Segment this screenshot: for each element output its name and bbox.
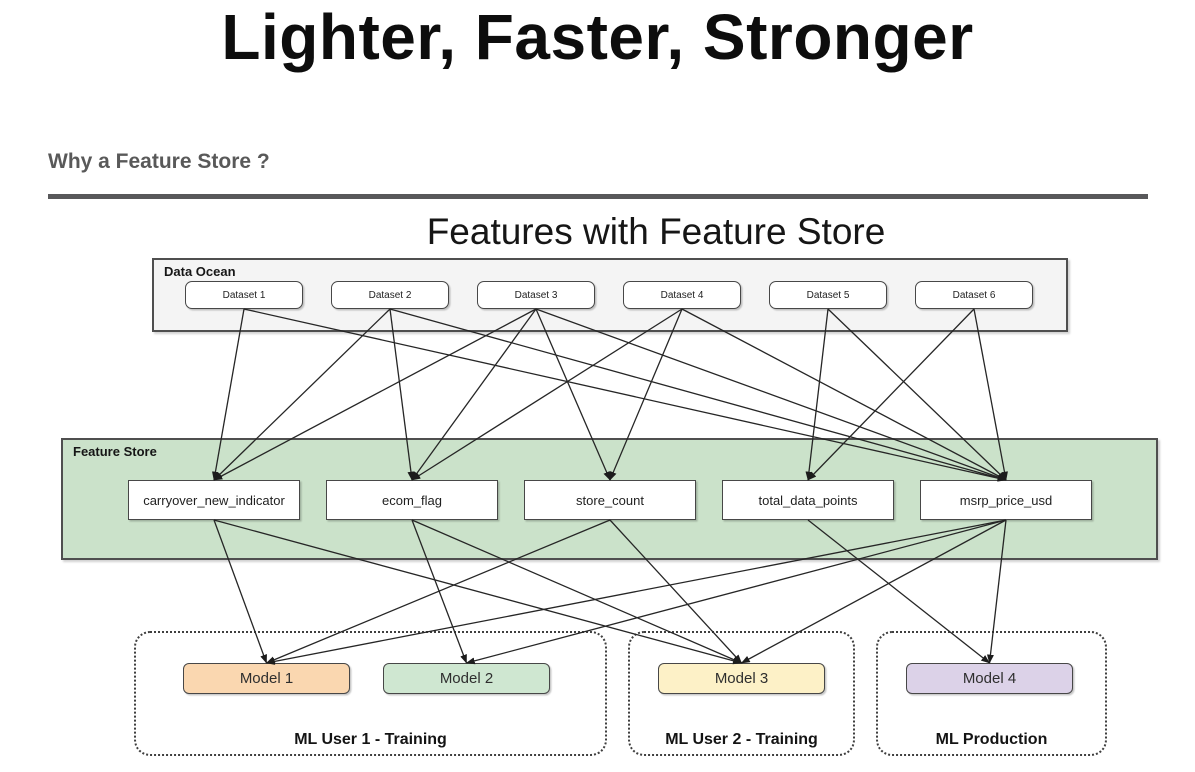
- model-node-m1: Model 1: [183, 663, 350, 694]
- model-node-m4: Model 4: [906, 663, 1073, 694]
- dataset-node-d5: Dataset 5: [769, 281, 887, 309]
- data-ocean-label: Data Ocean: [164, 264, 236, 279]
- diagram-title: Features with Feature Store: [426, 211, 886, 252]
- model-group-label-2: ML User 2 - Training: [665, 731, 818, 748]
- feature-node-f2: ecom_flag: [326, 480, 498, 520]
- dataset-node-d4: Dataset 4: [623, 281, 741, 309]
- dataset-node-d3: Dataset 3: [477, 281, 595, 309]
- dataset-node-d1: Dataset 1: [185, 281, 303, 309]
- dataset-node-d2: Dataset 2: [331, 281, 449, 309]
- model-node-m3: Model 3: [658, 663, 825, 694]
- section-divider: [48, 194, 1148, 199]
- feature-node-f3: store_count: [524, 480, 696, 520]
- page-title: Lighter, Faster, Stronger: [221, 1, 974, 73]
- model-group-label-1: ML User 1 - Training: [294, 731, 447, 748]
- feature-node-f1: carryover_new_indicator: [128, 480, 300, 520]
- dataset-node-d6: Dataset 6: [915, 281, 1033, 309]
- feature-store-label: Feature Store: [73, 444, 157, 459]
- model-group-label-3: ML Production: [935, 731, 1048, 748]
- model-node-m2: Model 2: [383, 663, 550, 694]
- feature-node-f5: msrp_price_usd: [920, 480, 1092, 520]
- feature-node-f4: total_data_points: [722, 480, 894, 520]
- section-heading: Why a Feature Store ?: [48, 150, 270, 173]
